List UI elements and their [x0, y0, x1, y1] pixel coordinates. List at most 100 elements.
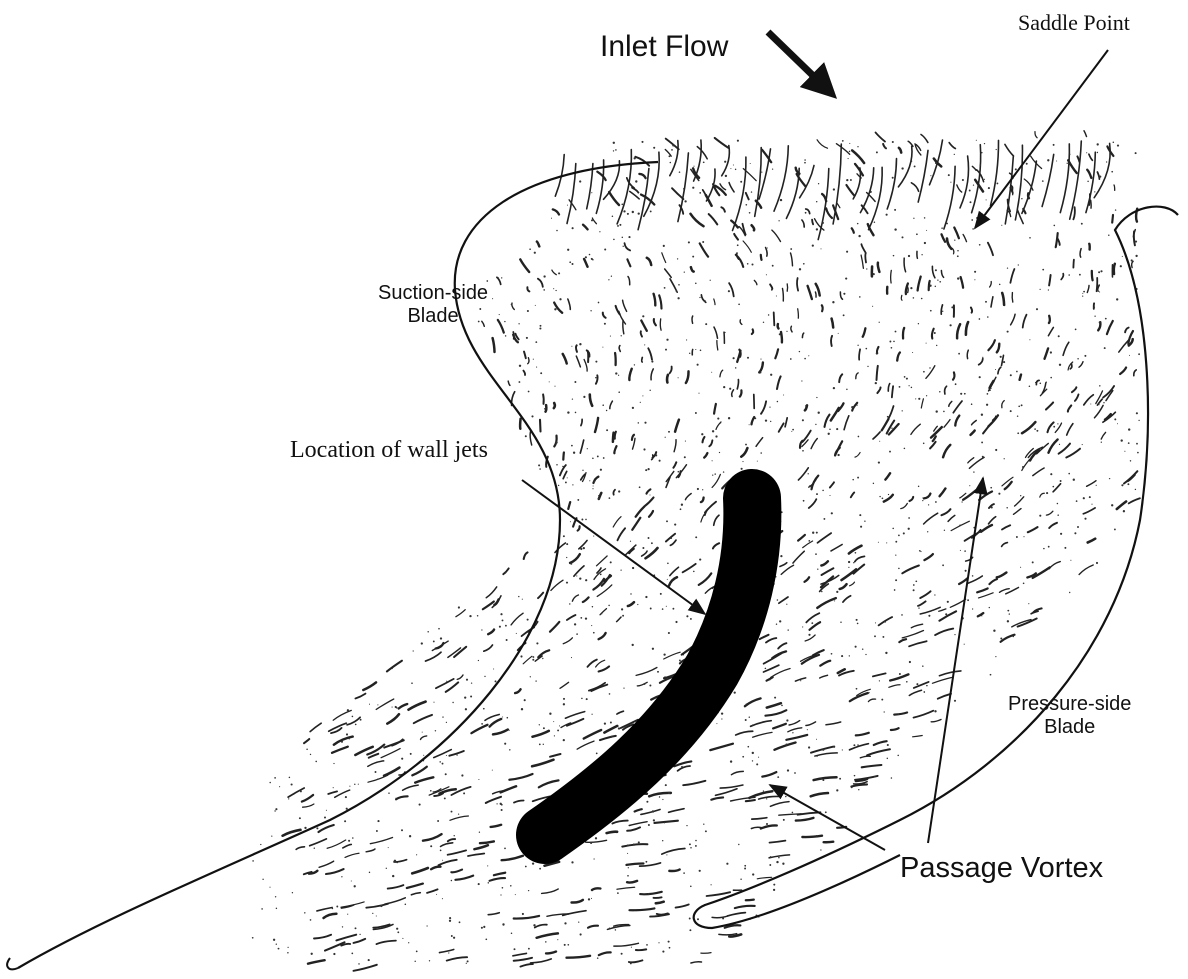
speckle-dot	[888, 494, 889, 495]
speckle-dot	[623, 688, 624, 689]
speckle-dot	[873, 483, 874, 484]
speckle-dot	[851, 406, 853, 408]
streakline	[1061, 274, 1063, 280]
speckle-dot	[310, 754, 311, 755]
streakline	[415, 777, 433, 782]
streakline	[855, 453, 860, 458]
speckle-dot	[765, 419, 767, 421]
speckle-dot	[440, 637, 442, 639]
speckle-dot	[600, 469, 602, 471]
streakline	[1114, 264, 1115, 274]
speckle-dot	[996, 149, 997, 150]
speckle-dot	[410, 753, 412, 755]
speckle-dot	[973, 471, 974, 472]
speckle-dot	[565, 481, 567, 483]
streakline	[850, 744, 869, 750]
speckle-dot	[1060, 533, 1062, 535]
speckle-dot	[923, 371, 925, 373]
speckle-dot	[572, 227, 574, 229]
streakline	[1049, 562, 1060, 569]
streakline	[623, 300, 627, 311]
speckle-dot	[842, 749, 843, 750]
streakline	[588, 660, 597, 667]
speckle-dot	[627, 853, 628, 854]
speckle-dot	[689, 353, 690, 354]
streakline	[719, 934, 737, 935]
streakline	[412, 868, 428, 873]
speckle-dot	[648, 537, 650, 539]
streakline	[716, 789, 738, 796]
speckle-dot	[324, 816, 326, 818]
speckle-dot	[511, 932, 513, 934]
speckle-dot	[463, 792, 465, 794]
streakline	[630, 908, 655, 910]
speckle-dot	[279, 786, 280, 787]
speckle-dot	[579, 180, 581, 182]
streakline	[967, 350, 968, 358]
speckle-dot	[651, 542, 653, 544]
inlet-streakline	[1060, 144, 1069, 213]
speckle-dot	[666, 854, 667, 855]
speckle-dot	[857, 623, 859, 625]
speckle-dot	[492, 298, 493, 299]
speckle-dot	[808, 473, 809, 474]
speckle-dot	[854, 775, 856, 777]
streakline	[692, 316, 693, 323]
streakline	[447, 957, 467, 960]
speckle-dot	[618, 375, 619, 376]
speckle-dot	[914, 165, 916, 167]
streakline	[368, 761, 384, 767]
speckle-dot	[453, 937, 455, 939]
speckle-dot	[889, 341, 891, 343]
streakline	[421, 736, 427, 740]
speckle-dot	[530, 676, 531, 677]
speckle-dot	[619, 224, 621, 226]
speckle-dot	[1053, 426, 1055, 428]
speckle-dot	[582, 470, 583, 471]
speckle-dot	[822, 490, 824, 492]
streakline	[798, 535, 805, 541]
streakline	[563, 354, 567, 364]
speckle-dot	[778, 220, 779, 221]
streakline	[961, 277, 964, 288]
streakline	[635, 157, 649, 166]
speckle-dot	[786, 331, 787, 332]
streakline	[844, 416, 849, 430]
suction-side-label-line1: Suction-side	[378, 282, 488, 305]
speckle-dot	[555, 290, 556, 291]
speckle-dot	[993, 630, 995, 632]
speckle-dot	[459, 921, 461, 923]
streakline	[701, 953, 711, 954]
speckle-dot	[818, 412, 820, 414]
speckle-dot	[702, 489, 703, 490]
speckle-dot	[276, 944, 277, 945]
speckle-dot	[999, 284, 1001, 286]
speckle-dot	[665, 437, 666, 438]
speckle-dot	[401, 829, 403, 831]
speckle-dot	[627, 844, 629, 846]
streakline	[520, 964, 533, 967]
streakline	[685, 494, 691, 500]
speckle-dot	[1135, 255, 1137, 257]
streakline	[296, 847, 304, 850]
speckle-dot	[595, 377, 596, 378]
speckle-dot	[470, 695, 472, 697]
streakline	[592, 888, 600, 890]
streakline	[811, 793, 828, 796]
speckle-dot	[1050, 351, 1052, 353]
speckle-dot	[771, 289, 773, 291]
speckle-dot	[829, 495, 830, 496]
streakline	[662, 849, 685, 855]
streakline	[1128, 475, 1135, 481]
streakline	[632, 435, 634, 440]
speckle-dot	[886, 214, 888, 216]
speckle-dot	[311, 953, 313, 955]
speckle-dot	[758, 757, 759, 758]
speckle-dot	[606, 410, 607, 411]
speckle-dot	[402, 938, 403, 939]
speckle-dot	[500, 894, 501, 895]
speckle-dot	[897, 755, 899, 757]
speckle-dot	[954, 240, 955, 241]
speckle-dot	[346, 808, 348, 810]
speckle-dot	[1131, 259, 1133, 261]
